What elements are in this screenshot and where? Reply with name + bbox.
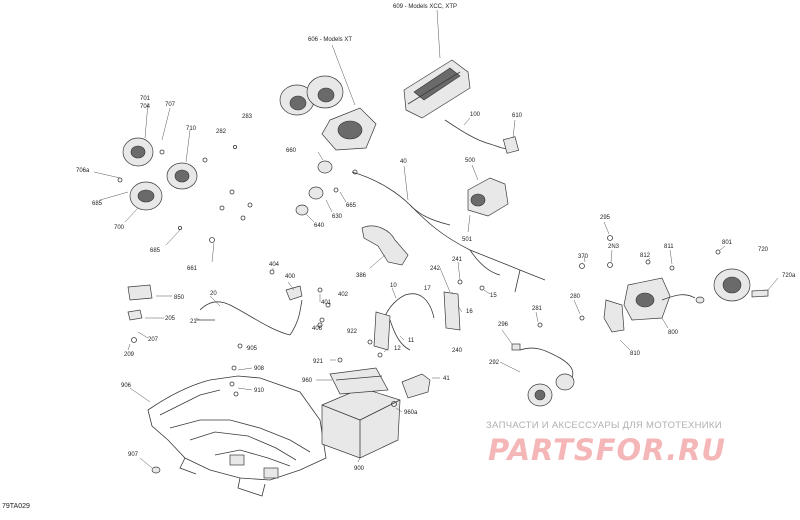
battery-cable-group [127, 284, 303, 351]
callout-402: 402 [338, 292, 349, 298]
switch-group [295, 151, 358, 223]
callout-404: 404 [269, 262, 280, 268]
callout-850: 850 [174, 295, 185, 301]
callout-811: 811 [664, 244, 674, 250]
callout-41: 41 [443, 376, 450, 382]
callout-205: 205 [165, 316, 176, 322]
callout-400: 400 [285, 274, 296, 280]
callout-710: 710 [186, 126, 197, 132]
callout-610: 610 [512, 113, 523, 119]
callout-283: 283 [242, 114, 253, 120]
watermark-tagline: ЗАПЧАСТИ И АКСЕССУАРЫ ДЛЯ МОТОТЕХНИКИ [486, 420, 722, 431]
callout-240: 240 [452, 348, 463, 354]
callout-11: 11 [408, 338, 415, 344]
fastener-group [229, 343, 343, 397]
callout-812: 812 [640, 253, 651, 259]
callout-2n3: 2N3 [608, 244, 620, 250]
instrument-cluster-xt [279, 44, 377, 151]
callout-704: 704 [140, 104, 151, 110]
callout-720a: 720a [782, 273, 796, 279]
instrument-cluster-xcc-xtp [403, 9, 471, 119]
callout-20: 20 [210, 291, 217, 297]
callout-labels: 609 - Models XCC, XTP 606 - Models XT 70… [76, 4, 796, 472]
callout-905: 905 [247, 346, 258, 352]
wiring-harness-main [351, 165, 546, 293]
callout-16: 16 [466, 309, 473, 315]
callout-406: 406 [312, 326, 323, 332]
callout-720: 720 [758, 247, 769, 253]
callout-500: 500 [465, 158, 476, 164]
rear-light-group [579, 221, 779, 351]
callout-906: 906 [121, 383, 132, 389]
callout-922: 922 [347, 329, 358, 335]
callout-17: 17 [424, 286, 431, 292]
callout-700: 700 [114, 225, 125, 231]
callout-685-b: 685 [150, 248, 161, 254]
battery [316, 367, 401, 463]
callout-40: 40 [400, 159, 407, 165]
ground-cables [317, 287, 435, 358]
callout-630: 630 [332, 214, 343, 220]
callout-800: 800 [668, 330, 679, 336]
callout-900: 900 [354, 466, 365, 472]
callout-801: 801 [722, 240, 733, 246]
callout-282: 282 [216, 129, 227, 135]
callout-640: 640 [314, 223, 325, 229]
callout-207: 207 [148, 337, 159, 343]
callout-501: 501 [462, 237, 473, 243]
headlight-left-group [93, 102, 253, 263]
callout-907: 907 [128, 452, 139, 458]
callout-281: 281 [532, 306, 543, 312]
callout-10: 10 [390, 283, 397, 289]
callout-241: 241 [452, 257, 463, 263]
rear-lamp-group [499, 329, 575, 407]
bracket-group [439, 261, 491, 331]
callout-209: 209 [124, 352, 135, 358]
callout-660: 660 [286, 148, 297, 154]
fuse-box [391, 373, 440, 413]
callout-706a: 706a [76, 168, 90, 174]
callout-606: 606 - Models XT [308, 37, 352, 43]
callout-701: 701 [140, 96, 151, 102]
center-fittings [269, 268, 331, 323]
figure-code: 79TA029 [2, 503, 30, 510]
air-duct [361, 225, 409, 269]
callout-370: 370 [578, 254, 589, 260]
callout-609: 609 - Models XCC, XTP [393, 4, 457, 10]
callout-685: 685 [92, 201, 103, 207]
callout-960a: 960a [404, 410, 418, 416]
callout-15: 15 [490, 293, 497, 299]
callout-960: 960 [302, 378, 313, 384]
callout-296: 296 [498, 322, 509, 328]
callout-665: 665 [346, 203, 357, 209]
watermark-logo: PARTSFOR.RU [488, 433, 726, 467]
callout-386: 386 [356, 273, 367, 279]
rear-harness-small [535, 299, 585, 328]
callout-242: 242 [430, 266, 441, 272]
callout-21: 21 [190, 319, 197, 325]
callout-910: 910 [254, 388, 265, 394]
callout-908: 908 [254, 366, 265, 372]
callout-661: 661 [187, 266, 198, 272]
battery-tray [129, 375, 327, 497]
callout-810: 810 [630, 351, 641, 357]
callout-295: 295 [600, 215, 611, 221]
callout-921: 921 [313, 359, 324, 365]
callout-280: 280 [570, 294, 581, 300]
callout-12: 12 [394, 346, 401, 352]
callout-100: 100 [470, 112, 481, 118]
callout-401: 401 [321, 300, 332, 306]
callout-292: 292 [489, 360, 500, 366]
callout-707: 707 [165, 102, 176, 108]
harness-cluster [444, 117, 520, 233]
